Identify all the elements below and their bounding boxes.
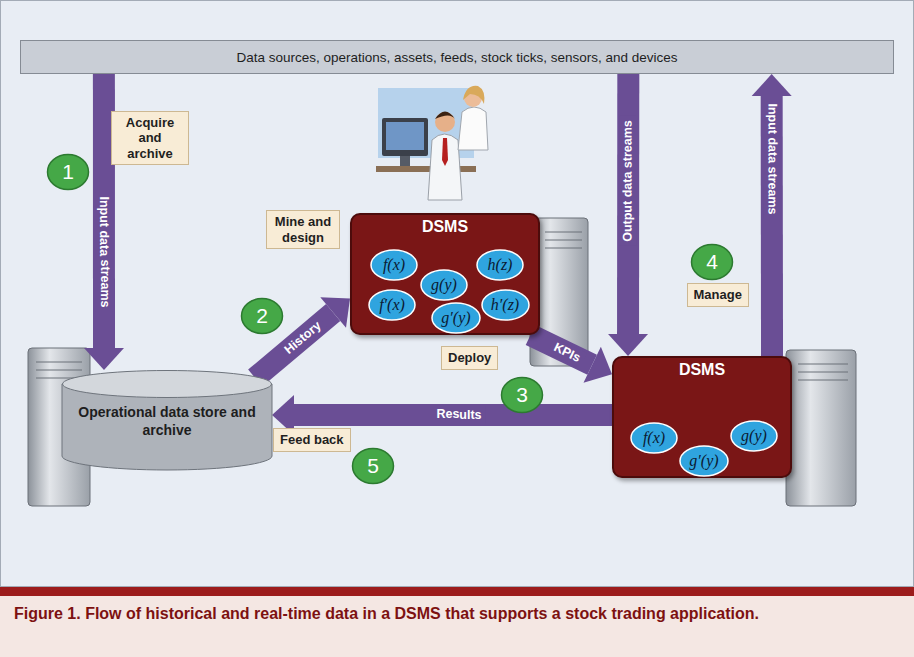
arrow-label: Input data streams	[763, 99, 780, 218]
step-tag: Manage	[687, 283, 749, 307]
data-flow-arrow	[617, 74, 639, 334]
node-text: g′(y)	[689, 452, 718, 470]
source-band: Data sources, operations, assets, feeds,…	[20, 40, 894, 74]
step-number: 1	[46, 153, 90, 191]
node-text: f(x)	[383, 256, 405, 274]
caption-ground	[0, 596, 914, 657]
step-circle	[692, 245, 733, 280]
function-shape	[421, 270, 467, 300]
node-text: Acquire and archive	[118, 115, 182, 162]
node-text: h(z)	[488, 256, 513, 274]
node-text: Manage	[694, 287, 742, 303]
step-tag: Acquire and archive	[111, 111, 189, 166]
step-circle	[48, 155, 89, 190]
box-heading: DSMS	[614, 358, 790, 379]
node-text: Feed back	[280, 432, 344, 448]
node-text: 1	[62, 160, 74, 184]
node-text: f(x)	[643, 429, 665, 447]
node-text: f′(x)	[379, 296, 405, 314]
node-text: 3	[516, 383, 528, 407]
step-number: 4	[690, 243, 734, 281]
function-shape	[680, 446, 728, 476]
node-text: 5	[367, 454, 379, 478]
server-tower	[786, 350, 856, 506]
node-text: Mine and design	[273, 214, 333, 245]
step-circle	[502, 378, 543, 413]
node-text: g(y)	[741, 427, 767, 445]
people-illustration	[376, 86, 488, 200]
node-text: 2	[256, 304, 268, 328]
step-tag: Feed back	[273, 428, 351, 452]
arrow-label: Results	[432, 407, 485, 424]
function-shape	[369, 290, 415, 320]
function-ellipse: f′(x)	[368, 289, 416, 321]
dsms-box: DSMS f(x) g(y) h(z) f′(x) g′(y) h′(z)	[350, 213, 540, 335]
node-text: h′(z)	[491, 296, 519, 314]
cylinder-top	[63, 371, 272, 398]
function-shape	[371, 250, 417, 280]
function-shape	[482, 290, 529, 320]
function-shape	[477, 250, 523, 280]
box-heading: DSMS	[352, 215, 538, 236]
arrow-label: KPIs	[547, 337, 587, 368]
step-number: 5	[351, 447, 395, 485]
step-number: 2	[240, 297, 284, 335]
function-shape	[432, 303, 480, 333]
node-text: g′(y)	[441, 309, 470, 327]
step-circle	[353, 449, 394, 484]
function-ellipse: f(x)	[370, 249, 418, 281]
function-ellipse: h(z)	[476, 249, 524, 281]
node-text: Data sources, operations, assets, feeds,…	[236, 50, 677, 65]
node-text: Deploy	[448, 350, 491, 366]
function-ellipse: f(x)	[630, 422, 678, 454]
function-ellipse: h′(z)	[481, 289, 530, 321]
node-text: g(y)	[431, 276, 457, 294]
function-ellipse: g(y)	[420, 269, 468, 301]
step-circle	[242, 299, 283, 334]
data-flow-arrow	[294, 404, 612, 426]
node-text: 4	[706, 250, 718, 274]
function-ellipse: g′(y)	[679, 445, 729, 477]
function-ellipse: g′(y)	[431, 302, 481, 334]
dsms-box: DSMS f(x) g(y) g′(y)	[612, 356, 792, 478]
function-shape	[631, 423, 677, 453]
step-tag: Mine and design	[266, 210, 340, 249]
figure-panel	[1, 1, 914, 587]
function-ellipse: g(y)	[730, 420, 778, 452]
arrow-label: Input data streams	[95, 192, 112, 311]
step-tag: Deploy	[441, 346, 498, 370]
arrow-label: History	[278, 315, 328, 361]
node-text: Operational data store and archive	[62, 370, 272, 439]
caption-text: Figure 1. Flow of historical and real-ti…	[14, 604, 794, 625]
function-shape	[731, 421, 777, 451]
arrow-label: Output data streams	[620, 116, 637, 246]
data-flow-arrow	[761, 96, 783, 356]
caption-rule	[0, 587, 914, 596]
data-store-cylinder: Operational data store and archive	[62, 370, 272, 470]
step-number: 3	[500, 376, 544, 414]
figure-caption: Figure 1. Flow of historical and real-ti…	[14, 604, 794, 625]
